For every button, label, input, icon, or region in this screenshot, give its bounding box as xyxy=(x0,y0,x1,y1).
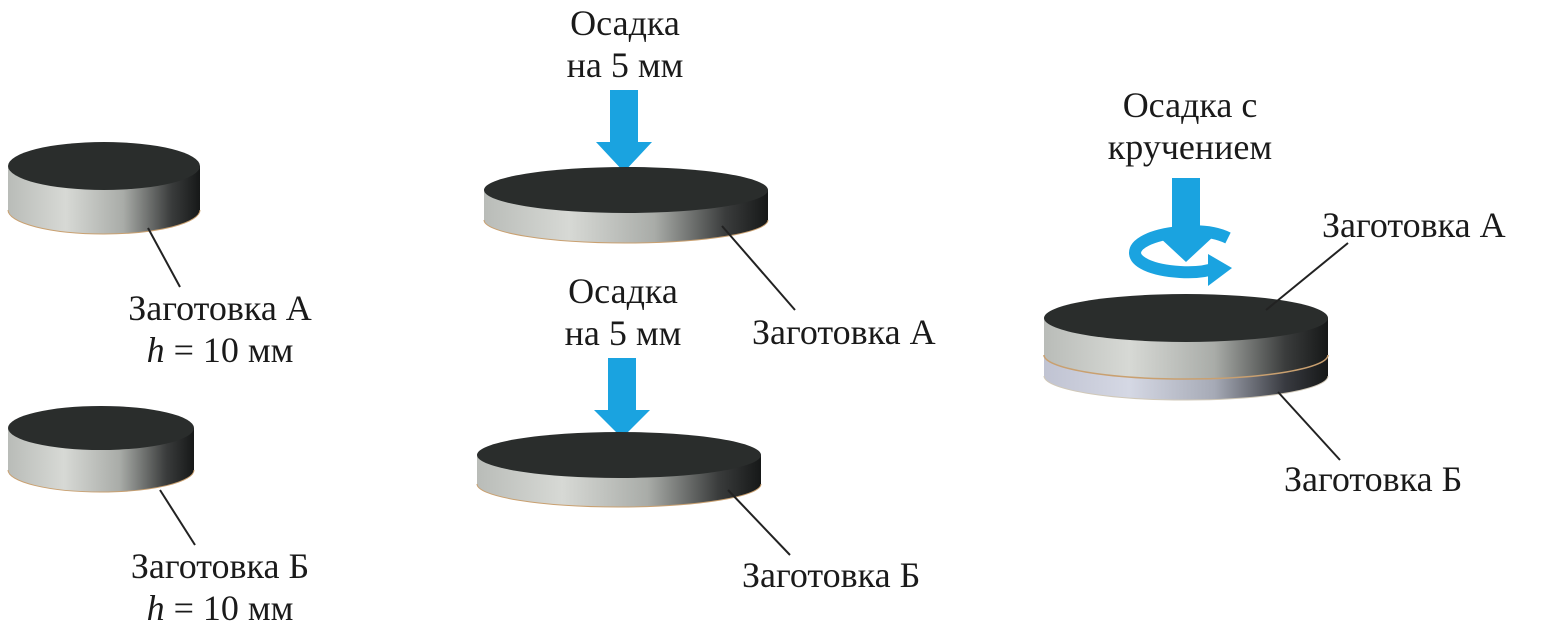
left-billet-b-label: Заготовка Б h = 10 мм xyxy=(100,545,340,629)
left-billet-a-label: Заготовка А h = 10 мм xyxy=(100,287,340,371)
down-arrow-icon xyxy=(596,90,652,172)
billet-a-name: Заготовка А xyxy=(128,288,312,328)
height-variable: h xyxy=(146,588,165,628)
right-stacked-billets xyxy=(1043,294,1329,401)
billet-a-height: h = 10 мм xyxy=(100,329,340,371)
process-label-line1: Осадка с xyxy=(1122,85,1258,125)
right-billet-a-label: Заготовка А xyxy=(1322,205,1506,245)
height-variable: h xyxy=(146,330,165,370)
upset-label-line1: Осадка xyxy=(570,3,680,43)
left-billet-a-leader xyxy=(147,227,181,288)
billet-b-height: h = 10 мм xyxy=(100,587,340,629)
upset-label-line2: на 5 мм xyxy=(564,313,682,353)
process-label-line2: кручением xyxy=(1107,127,1273,167)
down-arrow-icon xyxy=(1158,178,1214,262)
right-process-label: Осадка с кручением xyxy=(1070,84,1310,168)
middle-billet-b-label: Заготовка Б xyxy=(742,555,921,595)
left-billet-a-disc xyxy=(7,142,201,235)
upset-label-line2: на 5 мм xyxy=(566,45,684,85)
left-billet-b-disc xyxy=(7,406,195,493)
right-billet-b-leader xyxy=(1277,391,1341,461)
middle-billet-b-leader xyxy=(727,489,791,556)
height-value: = 10 мм xyxy=(164,588,294,628)
right-billet-b-label: Заготовка Б xyxy=(1284,459,1463,499)
middle-upset-bottom-label: Осадка на 5 мм xyxy=(518,270,728,354)
upset-label-line1: Осадка xyxy=(568,271,678,311)
height-value: = 10 мм xyxy=(164,330,294,370)
billet-b-name: Заготовка Б xyxy=(130,546,310,586)
middle-billet-a-leader xyxy=(721,225,796,311)
middle-billet-a-label: Заготовка А xyxy=(752,312,936,352)
middle-billet-b-disc xyxy=(476,432,762,508)
down-arrow-icon xyxy=(594,358,650,438)
middle-billet-a-disc xyxy=(483,167,769,244)
middle-upset-top-label: Осадка на 5 мм xyxy=(520,2,730,86)
right-billet-a-leader xyxy=(1265,242,1349,311)
left-billet-b-leader xyxy=(159,489,196,546)
